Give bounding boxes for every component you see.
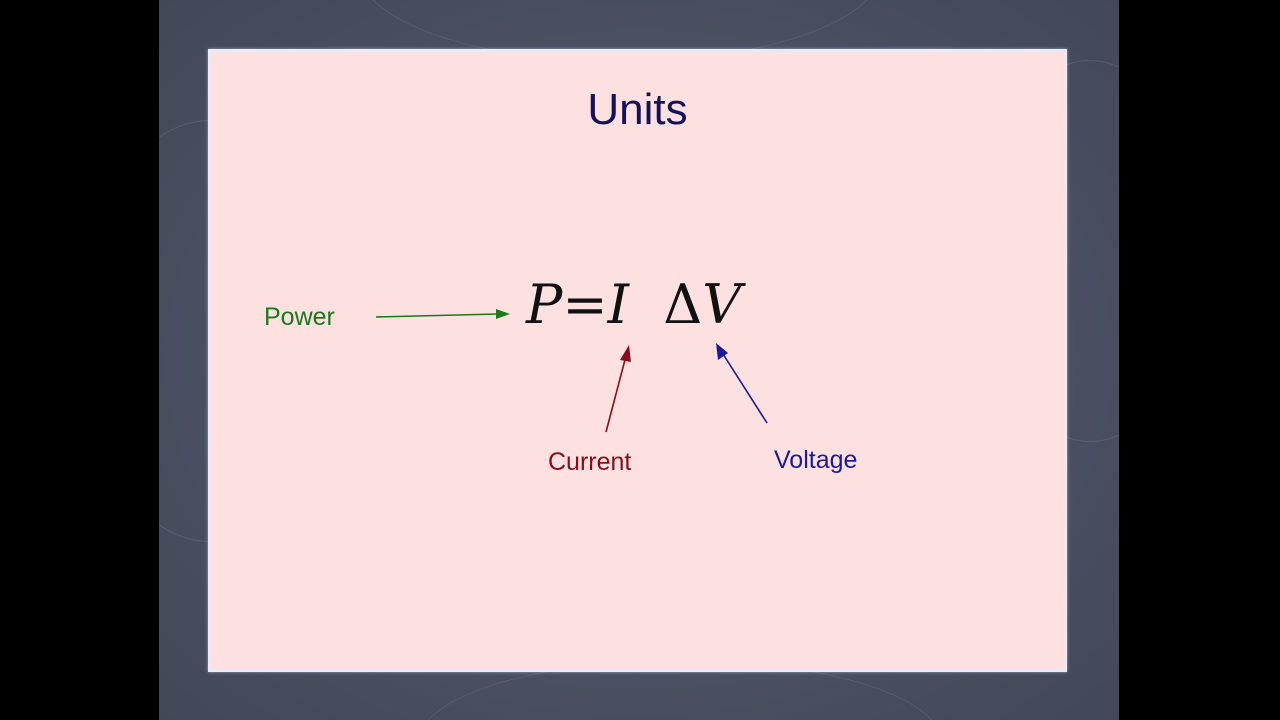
current-label: Current	[548, 448, 632, 476]
slide-title: Units	[587, 85, 688, 134]
slide-content: Units P=I ΔV Power Current Voltage	[210, 51, 1065, 670]
power-label: Power	[264, 303, 335, 331]
current-symbol: I	[607, 273, 629, 336]
arrow-up-icon	[605, 345, 631, 433]
arrow-up-left-icon	[716, 343, 768, 424]
voltage-symbol: V	[702, 273, 742, 336]
power-equation: P=I ΔV	[526, 273, 741, 336]
voltage-label: Voltage	[774, 446, 858, 474]
annotation-arrows	[375, 309, 768, 433]
equals-sign: =	[562, 273, 608, 336]
arrow-right-icon	[375, 309, 510, 319]
slide-background: Units P=I ΔV Power Current Voltage	[159, 0, 1119, 720]
delta-symbol: Δ	[663, 273, 703, 336]
power-symbol: P	[526, 273, 563, 336]
